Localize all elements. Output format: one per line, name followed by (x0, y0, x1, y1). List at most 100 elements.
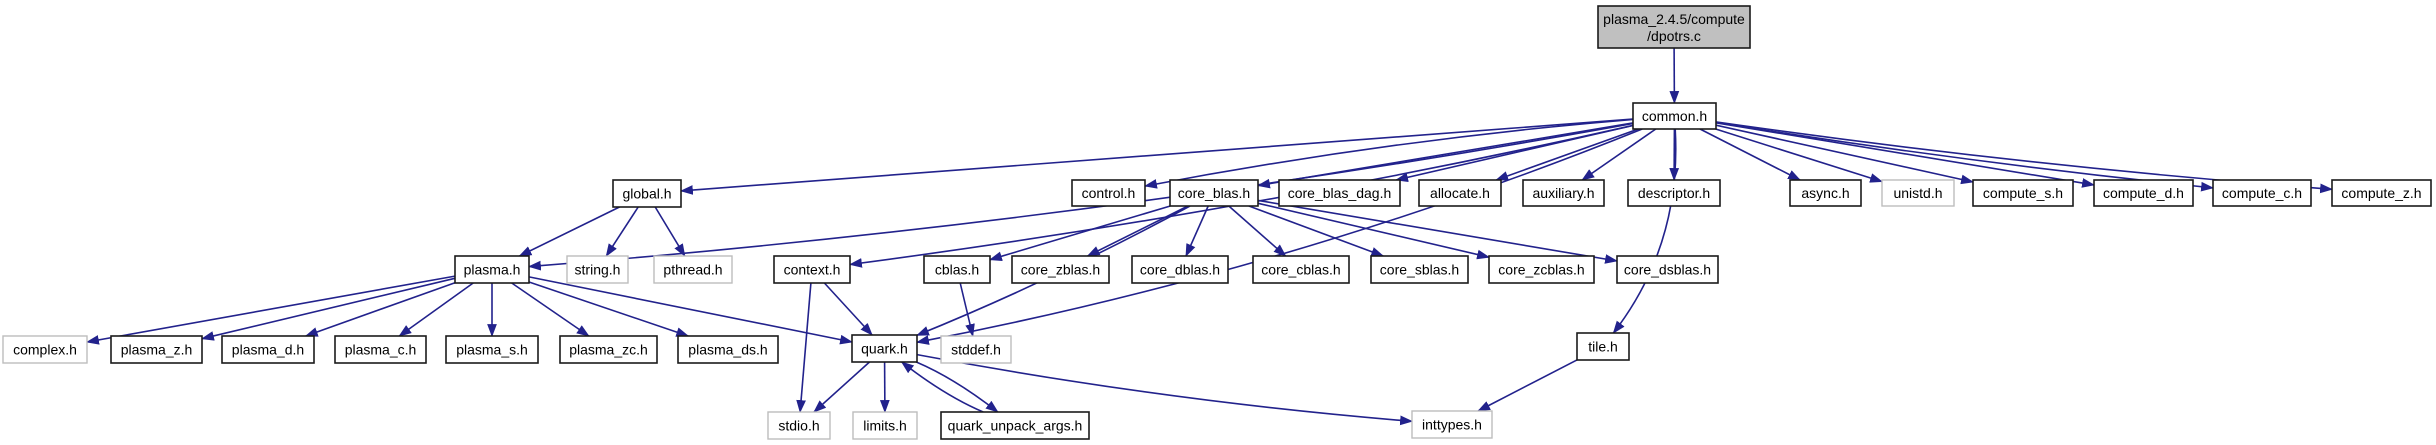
node-label-auxiliary_h: auxiliary.h (1533, 185, 1595, 201)
node-box-descriptor_h[interactable] (1627, 179, 1721, 207)
node-box-plasma_z_h[interactable] (110, 335, 203, 364)
node-core_dblas_h[interactable]: core_dblas.h (1131, 255, 1229, 284)
node-box-plasma_zc_h[interactable] (559, 335, 658, 364)
node-box-common_h[interactable] (1632, 102, 1717, 130)
node-box-compute_c_h[interactable] (2212, 179, 2312, 207)
node-label-core_blas_dag_h: core_blas_dag.h (1288, 185, 1392, 201)
node-core_sblas_h[interactable]: core_sblas.h (1370, 255, 1469, 284)
node-label-complex_h: complex.h (13, 342, 77, 358)
node-cblas_h[interactable]: cblas.h (923, 255, 991, 284)
node-label-stdio_h: stdio.h (778, 418, 819, 434)
node-auxiliary_h[interactable]: auxiliary.h (1522, 179, 1605, 207)
node-core_cblas_h[interactable]: core_cblas.h (1252, 255, 1350, 284)
node-box-string_h (566, 255, 629, 284)
node-label-plasma_c_h: plasma_c.h (345, 342, 417, 358)
node-label-core_zblas_h: core_zblas.h (1021, 262, 1100, 278)
node-core_blas_h[interactable]: core_blas.h (1169, 179, 1259, 207)
node-tile_h[interactable]: tile.h (1576, 332, 1630, 361)
node-box-context_h[interactable] (773, 255, 851, 284)
node-label-compute_z_h: compute_z.h (2341, 185, 2421, 201)
node-quark_unpack_args_h[interactable]: quark_unpack_args.h (940, 411, 1090, 440)
node-box-cblas_h[interactable] (923, 255, 991, 284)
node-label-context_h: context.h (784, 262, 841, 278)
node-box-plasma_ds_h[interactable] (677, 335, 779, 364)
node-box-quark_unpack_args_h[interactable] (940, 411, 1090, 440)
node-box-limits_h (852, 411, 918, 440)
node-box-core_blas_dag_h[interactable] (1278, 179, 1401, 207)
node-box-core_dsblas_h[interactable] (1616, 255, 1719, 284)
edge-common_h-to-quark_h (915, 128, 1643, 345)
node-box-core_cblas_h[interactable] (1252, 255, 1350, 284)
edge-quark_h-to-inttypes_h (916, 353, 1414, 426)
node-label-plasma_ds_h: plasma_ds.h (688, 342, 767, 358)
node-label-string_h: string.h (575, 262, 621, 278)
node-box-auxiliary_h[interactable] (1522, 179, 1605, 207)
node-box-tile_h[interactable] (1576, 332, 1630, 361)
edge-common_h-to-core_blas_h (1256, 122, 1634, 189)
node-plasma_h[interactable]: plasma.h (454, 255, 530, 284)
node-box-unistd_h (1881, 179, 1955, 207)
node-common_h[interactable]: common.h (1632, 102, 1717, 130)
edge-plasma_h-to-plasma_c_h (398, 282, 474, 337)
edge-cblas_h-to-stddef_h (959, 282, 975, 338)
node-box-control_h[interactable] (1071, 179, 1146, 207)
node-compute_c_h[interactable]: compute_c.h (2212, 179, 2312, 207)
node-plasma_zc_h[interactable]: plasma_zc.h (559, 335, 658, 364)
node-plasma_d_h[interactable]: plasma_d.h (221, 335, 315, 364)
node-core_zcblas_h[interactable]: core_zcblas.h (1488, 255, 1595, 284)
node-descriptor_h[interactable]: descriptor.h (1627, 179, 1721, 207)
node-box-core_sblas_h[interactable] (1370, 255, 1469, 284)
node-plasma_c_h[interactable]: plasma_c.h (334, 335, 427, 364)
node-label-core_blas_h: core_blas.h (1178, 185, 1250, 201)
node-box-core_blas_h[interactable] (1169, 179, 1259, 207)
node-dpotrs_c: plasma_2.4.5/compute/dpotrs.c (1597, 5, 1751, 49)
node-global_h[interactable]: global.h (612, 179, 682, 208)
edge-core_blas_h-to-core_dblas_h (1185, 205, 1209, 257)
node-box-inttypes_h (1411, 410, 1493, 439)
node-label-line: /dpotrs.c (1647, 28, 1701, 44)
edge-core_blas_h-to-core_sblas_h (1248, 205, 1385, 257)
node-box-async_h[interactable] (1789, 179, 1862, 207)
node-pthread_h: pthread.h (653, 255, 733, 284)
node-box-plasma_d_h[interactable] (221, 335, 315, 364)
node-plasma_s_h[interactable]: plasma_s.h (445, 335, 539, 364)
node-context_h[interactable]: context.h (773, 255, 851, 284)
node-box-stdio_h (767, 411, 831, 440)
node-box-core_zcblas_h[interactable] (1488, 255, 1595, 284)
node-box-core_zblas_h[interactable] (1011, 255, 1110, 284)
node-layer: plasma_2.4.5/compute/dpotrs.c common.h glo… (2, 5, 2432, 440)
node-box-stddef_h (940, 335, 1012, 364)
node-quark_h[interactable]: quark.h (851, 334, 918, 363)
node-plasma_ds_h[interactable]: plasma_ds.h (677, 335, 779, 364)
edge-plasma_h-to-complex_h (85, 275, 456, 345)
edge-context_h-to-stdio_h (796, 282, 812, 414)
edge-common_h-to-allocate_h (1495, 128, 1639, 181)
node-label-core_sblas_h: core_sblas.h (1380, 262, 1459, 278)
node-label-compute_c_h: compute_c.h (2222, 185, 2302, 201)
edge-plasma_h-to-plasma_ds_h (528, 281, 690, 337)
node-box-plasma_h[interactable] (454, 255, 530, 284)
node-box-plasma_s_h[interactable] (445, 335, 539, 364)
node-core_dsblas_h[interactable]: core_dsblas.h (1616, 255, 1719, 284)
node-plasma_z_h[interactable]: plasma_z.h (110, 335, 203, 364)
edge-quark_h-to-quark_unpack_args_h (915, 361, 999, 413)
node-box-quark_h[interactable] (851, 334, 918, 363)
node-control_h[interactable]: control.h (1071, 179, 1146, 207)
node-compute_z_h[interactable]: compute_z.h (2331, 179, 2432, 207)
node-box-core_dblas_h[interactable] (1131, 255, 1229, 284)
node-stddef_h: stddef.h (940, 335, 1012, 364)
edge-global_h-to-plasma_h (518, 206, 620, 257)
node-box-compute_z_h[interactable] (2331, 179, 2432, 207)
node-core_zblas_h[interactable]: core_zblas.h (1011, 255, 1110, 284)
node-box-compute_d_h[interactable] (2093, 179, 2194, 207)
node-compute_d_h[interactable]: compute_d.h (2093, 179, 2194, 207)
node-core_blas_dag_h[interactable]: core_blas_dag.h (1278, 179, 1401, 207)
node-box-compute_s_h[interactable] (1972, 179, 2074, 207)
node-box-plasma_c_h[interactable] (334, 335, 427, 364)
node-allocate_h[interactable]: allocate.h (1418, 179, 1502, 207)
node-async_h[interactable]: async.h (1789, 179, 1862, 207)
node-compute_s_h[interactable]: compute_s.h (1972, 179, 2074, 207)
edge-core_blas_h-to-core_cblas_h (1228, 205, 1287, 257)
node-box-allocate_h[interactable] (1418, 179, 1502, 207)
node-box-global_h[interactable] (612, 179, 682, 208)
